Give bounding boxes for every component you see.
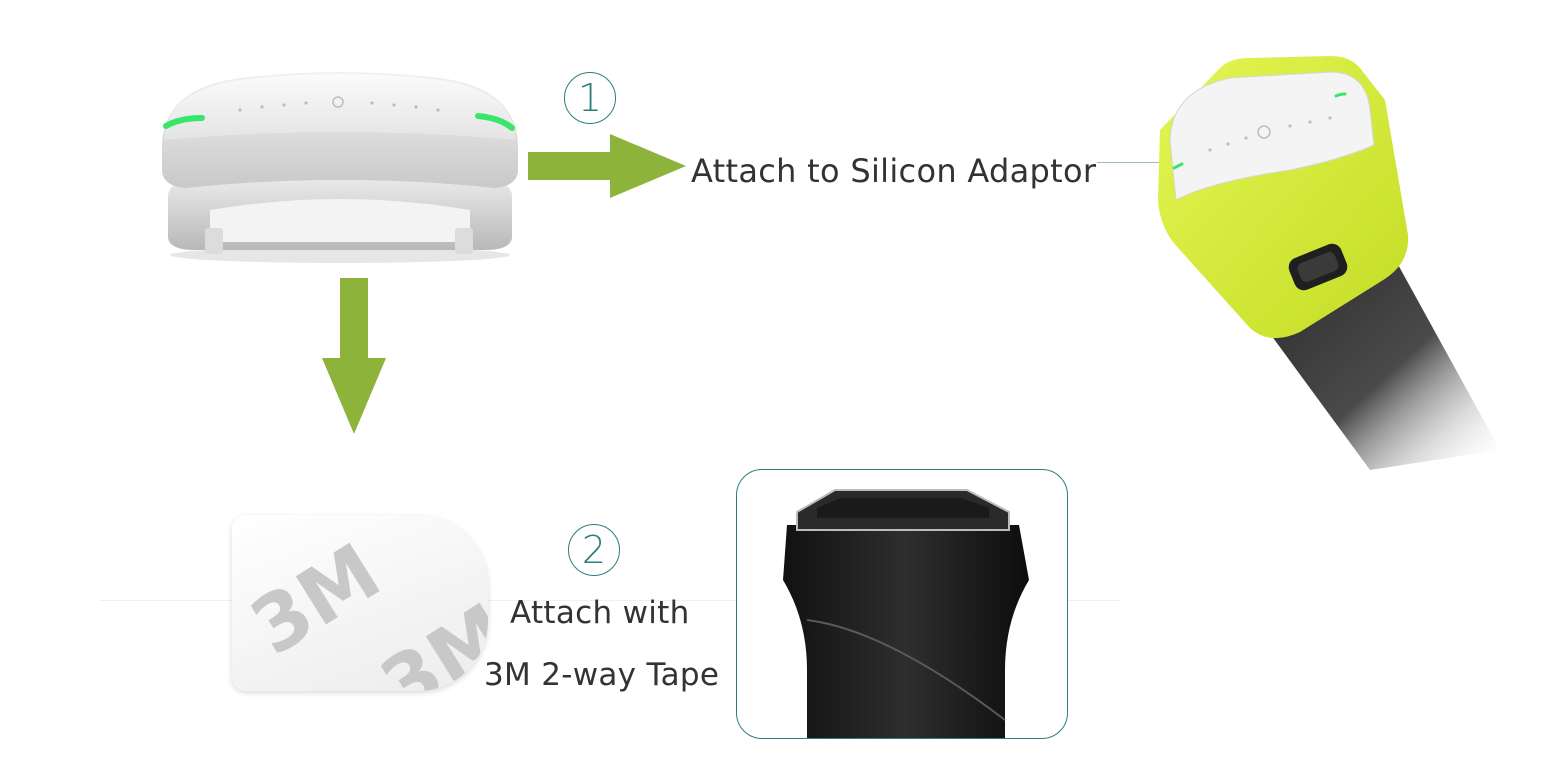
tape-brand-text-1: 3M [236,526,396,674]
step-2-label-line-1: Attach with [510,595,690,631]
tape-image: 3M 3M [232,515,488,691]
handle-with-tape-image [736,469,1068,739]
step-2-number: 2 [568,524,620,576]
silicon-adaptor-image [1158,56,1500,470]
arrow-right-icon [528,134,686,198]
sensor-device-image [162,72,518,263]
step-1-number: 1 [564,72,616,124]
step-2-label-line-2: 3M 2-way Tape [484,657,720,693]
background-rule [100,600,1120,601]
arrow-down-icon [322,278,386,434]
step-1-label: Attach to Silicon Adaptor [691,152,1097,190]
connector-line [1097,162,1159,163]
